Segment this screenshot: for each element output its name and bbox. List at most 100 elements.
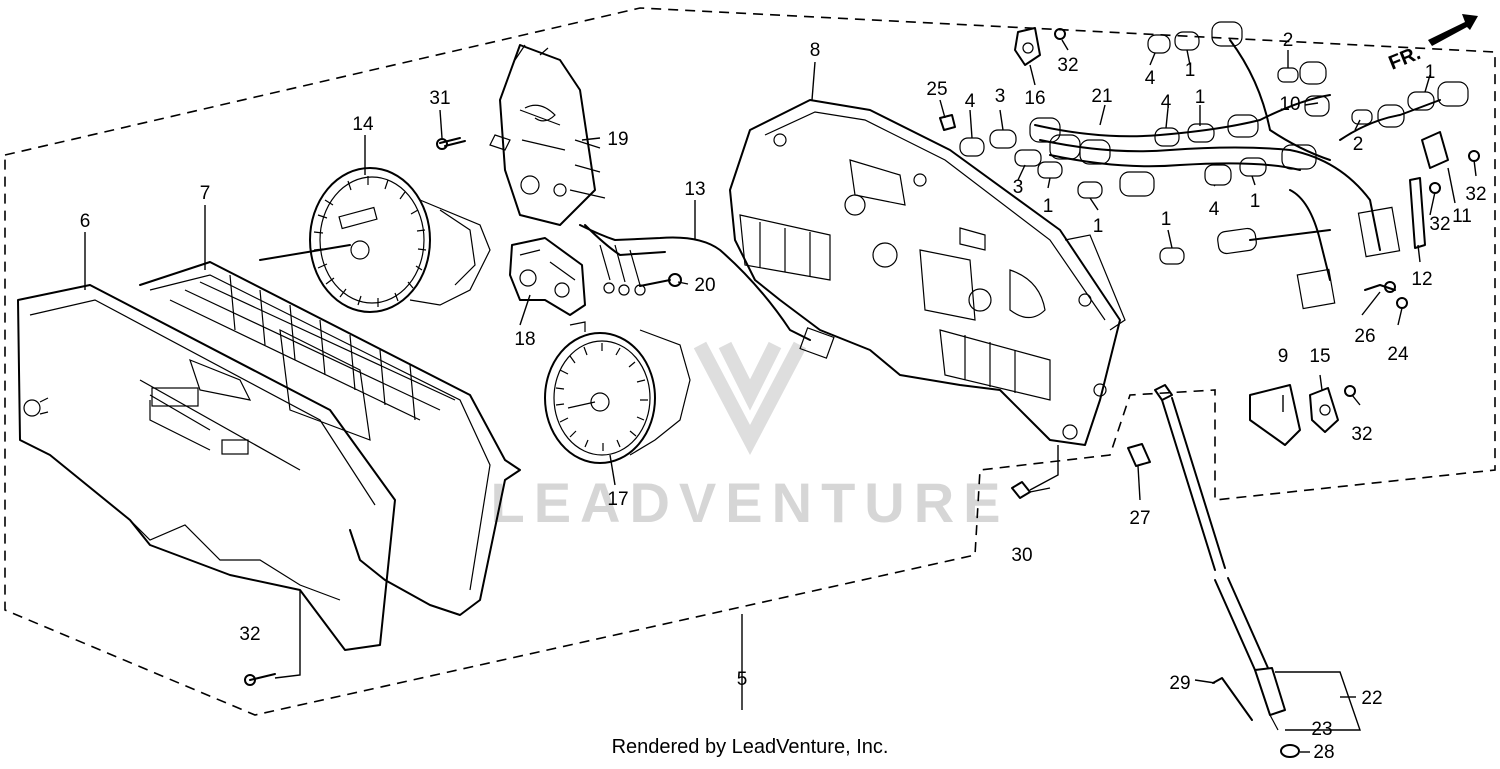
circuit-holder [489,44,606,226]
bulb-4d [1204,164,1232,186]
screw-32a [1054,28,1066,40]
screw-26 [1364,284,1396,291]
main-wire-harness [1034,39,1441,310]
callout-3a: 3 [995,86,1006,107]
screw-24 [1396,297,1408,309]
callout-29: 29 [1169,673,1190,694]
callout-22: 22 [1361,688,1382,709]
bulb-4b [959,137,985,157]
callout-16: 16 [1024,88,1045,109]
bulb-2b [1351,109,1373,125]
socket-c [1377,104,1405,128]
washer-28 [1280,744,1300,758]
callout-10: 10 [1279,94,1300,115]
callout-13: 13 [684,179,705,200]
socket-10 [1304,95,1330,117]
clamp-15 [1309,387,1339,433]
clip-9 [1249,384,1301,446]
socket-d [1437,81,1469,107]
callout-19: 19 [607,129,628,150]
callout-6: 6 [80,211,91,232]
callout-12: 12 [1411,269,1432,290]
bulb-1b [1407,91,1435,111]
callout-1b: 1 [1425,62,1436,83]
callout-1f: 1 [1250,191,1261,212]
callout-32d: 32 [1351,424,1372,445]
bulb-4c [1154,127,1180,147]
callout-5: 5 [737,669,748,690]
bulb-3b [1014,149,1042,167]
leader-lines [84,39,1477,753]
callout-32c: 32 [1429,214,1450,235]
callout-2b: 2 [1353,134,1364,155]
meter-housing [729,99,1126,446]
meter-gauge-upper [259,167,491,313]
bulbs-and-sockets [959,21,1469,265]
clip-27 [1127,443,1151,467]
bulb-1f [1239,157,1267,177]
callout-9: 9 [1278,346,1289,367]
callout-15: 15 [1309,346,1330,367]
callout-1g: 1 [1161,209,1172,230]
bulb-2a [1277,67,1299,83]
callout-4d: 4 [1209,199,1220,220]
callout-1e: 1 [1093,216,1104,237]
callout-30: 30 [1011,545,1032,566]
bulb-4a [1147,34,1171,54]
callout-numbers: 6 7 14 31 19 13 20 18 17 8 25 4 3 16 32 … [80,30,1487,763]
clamp-16 [1014,27,1041,66]
callout-11: 11 [1452,206,1472,227]
bulb-1a [1174,31,1200,51]
bulb-3a [989,129,1017,149]
callout-4c: 4 [1161,92,1172,113]
clamp-11 [1421,131,1449,169]
callout-1c: 1 [1195,87,1206,108]
bulb-1g [1159,247,1185,265]
small-parts [244,27,1480,758]
callout-17: 17 [607,489,628,510]
callout-20: 20 [694,275,715,296]
meter-case [139,261,521,616]
callout-4a: 4 [1145,68,1156,89]
indicator-board [509,237,586,316]
fr-label: FR. [1386,42,1424,74]
callout-23: 23 [1311,719,1332,740]
callout-18: 18 [514,329,535,350]
sub-harness [579,224,835,359]
screw-20 [639,279,671,287]
bulb-1c [1187,123,1215,143]
callout-27: 27 [1129,508,1150,529]
callout-32e: 32 [239,624,260,645]
render-credit: Rendered by LeadVenture, Inc. [611,736,889,758]
assembly-outline [4,7,1496,716]
meter-gauge-lower [544,321,691,464]
callout-14: 14 [352,114,374,135]
screw-25 [939,114,956,131]
callout-28: 28 [1313,742,1334,763]
callout-8: 8 [810,40,821,61]
callout-3b: 3 [1013,177,1024,198]
speedometer-cable [1154,384,1286,731]
callout-25: 25 [926,79,947,100]
screw-31 [439,137,466,147]
callout-1d: 1 [1043,196,1054,217]
bulb-1d [1037,161,1063,179]
callout-4b: 4 [965,91,976,112]
bracket-12 [1409,177,1426,249]
socket-b [1299,61,1327,85]
bulb-1e [1077,181,1103,199]
callout-26: 26 [1354,326,1375,347]
callout-31: 31 [429,88,450,109]
watermark-logo [693,341,807,456]
callout-2a: 2 [1283,30,1294,51]
callout-21: 21 [1091,86,1112,107]
socket-a [1211,21,1243,47]
callout-32a: 32 [1057,55,1078,76]
screw-30 [1011,481,1031,499]
watermark-text: LEADVENTURE [490,471,1009,534]
callout-7: 7 [200,183,211,204]
bolt-29 [1212,677,1253,721]
callout-24: 24 [1387,344,1409,365]
callout-32b: 32 [1465,184,1486,205]
